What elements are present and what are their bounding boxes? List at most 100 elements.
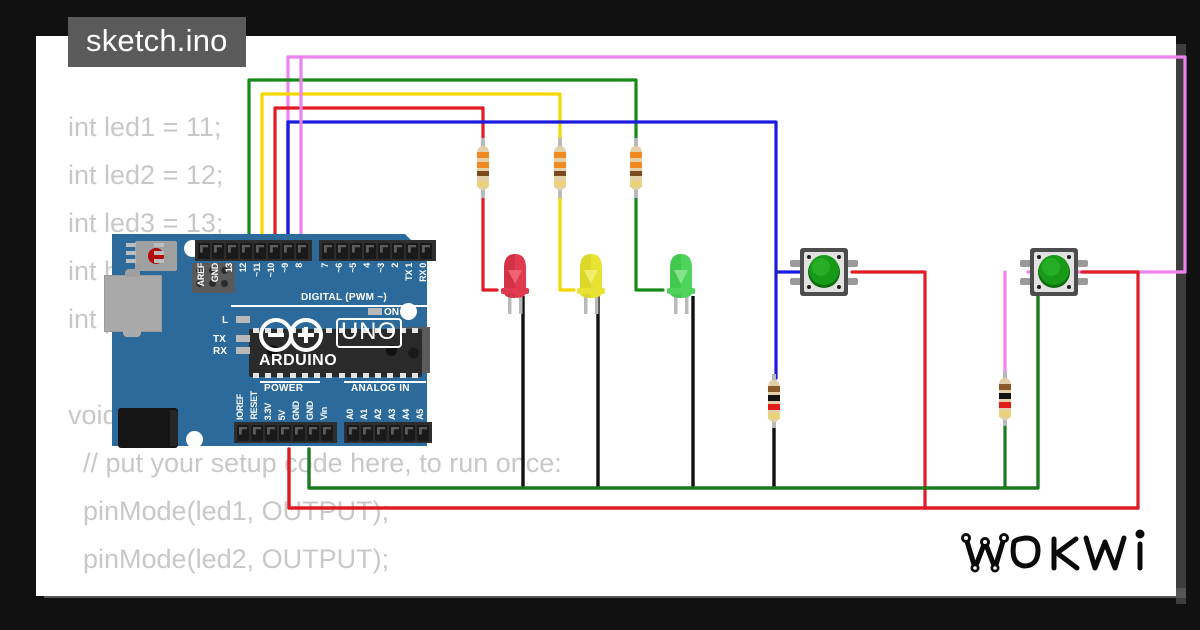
- pushbutton-2[interactable]: [1018, 236, 1090, 308]
- led-label-l: L: [222, 315, 229, 326]
- label-a2: A2: [373, 409, 383, 420]
- digital-header-left[interactable]: [195, 240, 312, 261]
- pin-12[interactable]: [240, 242, 252, 259]
- smd-led-tx: [236, 335, 250, 342]
- label-gnd-1: GND: [291, 400, 301, 420]
- arduino-uno-board[interactable]: AREF GND 13 12 ~11 ~10 ~9 8 7 ~6 ~5 4 ~3…: [104, 234, 436, 448]
- icsp-header-1: [192, 263, 235, 293]
- analog-header-label: ANALOG IN: [351, 383, 410, 394]
- arduino-infinity-logo: [259, 318, 323, 352]
- pin-a4[interactable]: [403, 424, 415, 441]
- reset-legs-left: [126, 243, 136, 269]
- digital-pin-labels-left: AREF GND 13 12 ~11 ~10 ~9 8: [196, 263, 308, 301]
- pin-1-tx[interactable]: [406, 242, 418, 259]
- resistor-pulldown-2[interactable]: [991, 372, 1019, 426]
- pin-5v[interactable]: [279, 424, 291, 441]
- digital-header-underline: [231, 305, 431, 307]
- pin-a0[interactable]: [347, 424, 359, 441]
- led-red[interactable]: [494, 252, 536, 314]
- pin-3[interactable]: [378, 242, 390, 259]
- label-3: ~3: [376, 263, 386, 273]
- label-12: 12: [238, 263, 248, 273]
- pin-gnd-2[interactable]: [307, 424, 319, 441]
- pin-11[interactable]: [254, 242, 266, 259]
- label-vin: Vin: [319, 407, 329, 420]
- pin-0-rx[interactable]: [420, 242, 432, 259]
- smd-led-on: [368, 308, 382, 315]
- arduino-wordmark: ARDUINO: [259, 352, 338, 369]
- barrel-power-jack: [118, 408, 178, 448]
- label-a5: A5: [415, 409, 425, 420]
- label-a1: A1: [359, 409, 369, 420]
- pushbutton-1[interactable]: [788, 236, 860, 308]
- pin-ioref[interactable]: [237, 424, 249, 441]
- chip-legs-bottom: [253, 373, 418, 378]
- digital-header-right[interactable]: [319, 240, 436, 261]
- wokwi-logo: [961, 529, 1145, 573]
- label-aref: AREF: [196, 263, 206, 287]
- analog-header[interactable]: [344, 422, 432, 443]
- uno-badge-text: UNO: [340, 318, 398, 345]
- label-a3: A3: [387, 409, 397, 420]
- power-header-underline: [260, 381, 320, 383]
- file-tab-sketch-ino[interactable]: sketch.ino: [68, 17, 246, 67]
- resistor-led-red[interactable]: [469, 138, 497, 198]
- power-header-label: POWER: [264, 383, 304, 394]
- pin-8[interactable]: [296, 242, 308, 259]
- pin-5[interactable]: [350, 242, 362, 259]
- pin-4[interactable]: [364, 242, 376, 259]
- canvas-shadow-right: [1176, 44, 1186, 604]
- pin-vin[interactable]: [321, 424, 333, 441]
- pin-a1[interactable]: [361, 424, 373, 441]
- smd-led-rx: [236, 347, 250, 354]
- pin-a5[interactable]: [417, 424, 429, 441]
- pin-2[interactable]: [392, 242, 404, 259]
- pin-3v3[interactable]: [265, 424, 277, 441]
- label-2: 2: [390, 263, 400, 268]
- label-tx1: TX 1: [404, 263, 414, 281]
- pin-10[interactable]: [268, 242, 280, 259]
- digital-header-label: DIGITAL (PWM ~): [301, 292, 388, 303]
- pin-9[interactable]: [282, 242, 294, 259]
- reset-legs-right: [154, 243, 164, 269]
- label-6: ~6: [334, 263, 344, 273]
- pin-7[interactable]: [322, 242, 334, 259]
- pin-a2[interactable]: [375, 424, 387, 441]
- label-11: ~11: [252, 263, 262, 277]
- label-7: 7: [320, 263, 330, 268]
- led-yellow[interactable]: [570, 252, 612, 314]
- label-reset: RESET: [249, 391, 259, 420]
- led-label-on: ON: [384, 307, 399, 318]
- chip-notch: [408, 347, 419, 359]
- power-header[interactable]: [234, 422, 337, 443]
- usb-connector: [104, 269, 162, 337]
- label-9: ~9: [280, 263, 290, 273]
- smd-led-l: [236, 316, 250, 323]
- label-5v: 5V: [277, 409, 287, 420]
- led-green[interactable]: [660, 252, 702, 314]
- label-5: ~5: [348, 263, 358, 273]
- label-8: 8: [294, 263, 304, 268]
- resistor-led-yellow[interactable]: [546, 138, 574, 198]
- pin-aref[interactable]: [198, 242, 210, 259]
- led-label-tx: TX: [213, 334, 226, 345]
- label-13: 13: [224, 263, 234, 273]
- label-ioref: IOREF: [235, 393, 245, 420]
- label-3v3: 3.3V: [263, 402, 273, 420]
- label-a0: A0: [345, 409, 355, 420]
- pin-gnd-1[interactable]: [293, 424, 305, 441]
- mounting-hole-3: [186, 431, 203, 448]
- pin-6[interactable]: [336, 242, 348, 259]
- pin-a3[interactable]: [389, 424, 401, 441]
- label-gnd: GND: [210, 263, 220, 283]
- label-a4: A4: [401, 409, 411, 420]
- label-10: ~10: [266, 263, 276, 278]
- label-4: 4: [362, 263, 372, 268]
- resistor-led-green[interactable]: [622, 138, 650, 198]
- resistor-pulldown-1[interactable]: [760, 374, 788, 428]
- led-label-rx: RX: [213, 346, 227, 357]
- pin-gnd-digital[interactable]: [212, 242, 224, 259]
- pin-reset[interactable]: [251, 424, 263, 441]
- pin-13[interactable]: [226, 242, 238, 259]
